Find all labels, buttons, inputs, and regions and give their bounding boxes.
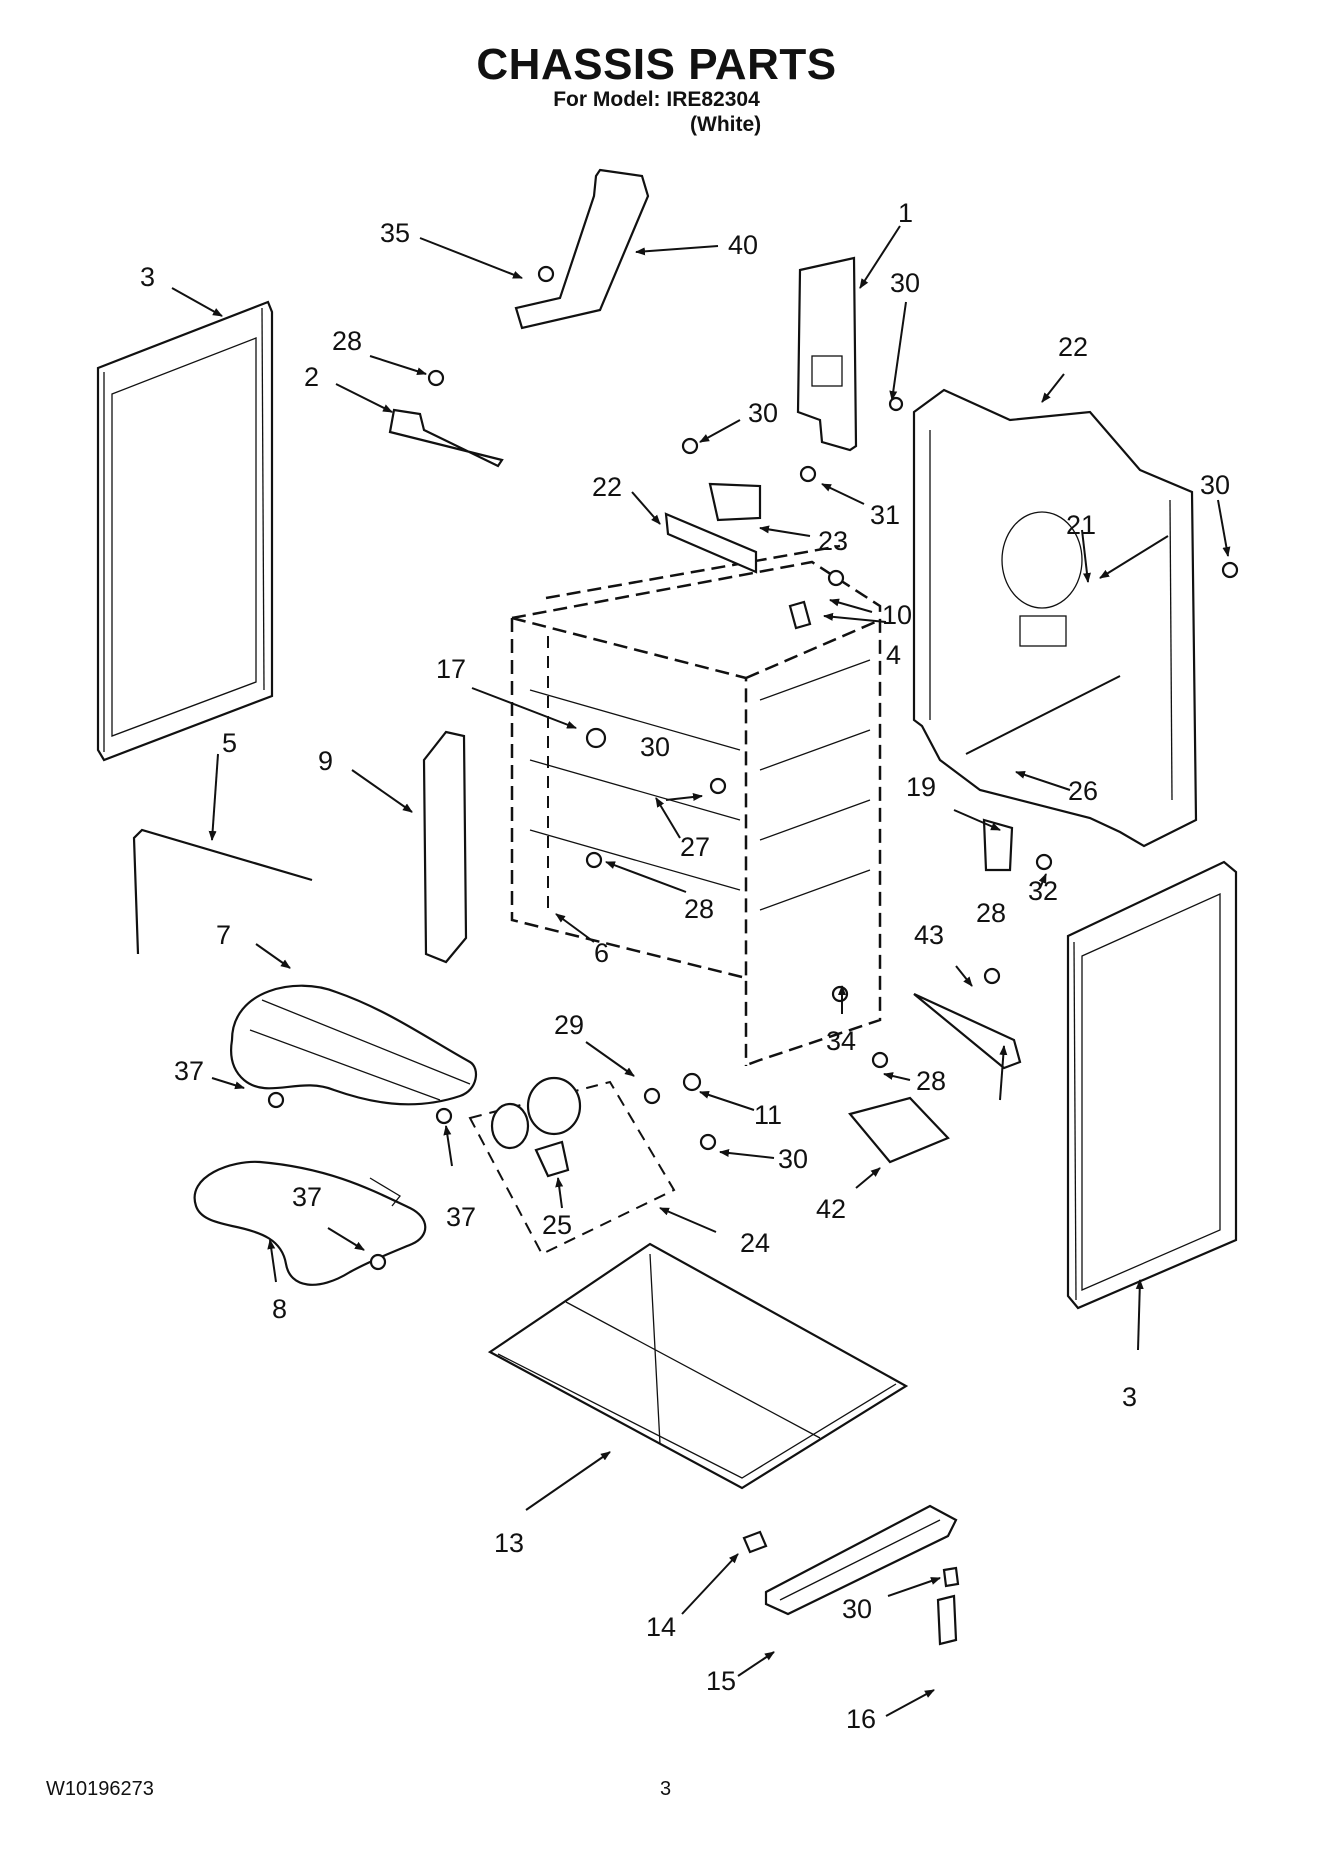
callout-20: 22 bbox=[592, 472, 622, 502]
callout-3-right: 3 bbox=[1122, 1382, 1137, 1412]
callout-23: 21 bbox=[1066, 510, 1096, 540]
callout-16: 16 bbox=[846, 1704, 876, 1734]
bottom-panel-drawing bbox=[487, 1242, 909, 1490]
page-number: 3 bbox=[660, 1778, 672, 1800]
callout-28-d: 28 bbox=[916, 1066, 946, 1096]
side-panel-left-drawing bbox=[96, 300, 274, 762]
callout-29: 29 bbox=[554, 1010, 584, 1040]
callout-42: 42 bbox=[816, 1194, 846, 1224]
callout-22: 22 bbox=[1058, 332, 1088, 362]
callout-8: 10 bbox=[882, 600, 912, 630]
callout-5: 5 bbox=[222, 728, 237, 758]
callout-13: 13 bbox=[494, 1528, 524, 1558]
callout-26: 26 bbox=[1068, 776, 1098, 806]
callout-4: 4 bbox=[886, 640, 901, 670]
page-title: CHASSIS PARTS bbox=[476, 40, 837, 89]
callout-43: 43 bbox=[914, 920, 944, 950]
rear-panel-drawing bbox=[912, 388, 1198, 848]
callout-3-left: 3 bbox=[140, 262, 155, 292]
hardware-drawing bbox=[267, 265, 1239, 1646]
leveling-rail-drawing bbox=[764, 1504, 958, 1616]
callout-30-d: 30 bbox=[640, 732, 670, 762]
callout-14: 14 bbox=[646, 1612, 676, 1642]
callout-17: 17 bbox=[436, 654, 466, 684]
callout-6: 7 bbox=[216, 920, 231, 950]
document-number: W10196273 bbox=[46, 1778, 154, 1800]
callout-2: 2 bbox=[304, 362, 319, 392]
callout-30-c: 30 bbox=[1200, 470, 1230, 500]
callout-21: 23 bbox=[818, 526, 848, 556]
callout-24: 24 bbox=[740, 1228, 770, 1258]
oven-cavity-drawing bbox=[510, 544, 882, 1068]
callout-28-a: 28 bbox=[332, 326, 362, 356]
callout-34: 34 bbox=[826, 1026, 856, 1056]
callout-30-e: 30 bbox=[778, 1144, 808, 1174]
leader-lines bbox=[171, 225, 1231, 1717]
callout-30-a: 30 bbox=[890, 268, 920, 298]
callout-35: 35 bbox=[380, 218, 410, 248]
callout-32: 32 bbox=[1028, 876, 1058, 906]
gasket-drawing bbox=[132, 828, 313, 955]
callout-labels: 35 40 1 30 22 3 28 2 30 31 22 23 30 21 1… bbox=[140, 198, 1230, 1734]
callout-27: 27 bbox=[680, 832, 710, 862]
callout-9: 9 bbox=[318, 746, 333, 776]
callout-25: 25 bbox=[542, 1210, 572, 1240]
bake-element-drawing bbox=[193, 1160, 427, 1286]
model-line: For Model: IRE82304 bbox=[553, 88, 760, 111]
callout-15: 15 bbox=[706, 1666, 736, 1696]
callout-37-a: 37 bbox=[174, 1056, 204, 1086]
terminal-block-drawing bbox=[422, 730, 468, 964]
vent-duct-drawing bbox=[796, 256, 858, 452]
callout-19: 19 bbox=[906, 772, 936, 802]
light-assembly-drawing bbox=[468, 1076, 676, 1256]
callout-1: 1 bbox=[898, 198, 913, 228]
callout-30-b: 30 bbox=[748, 398, 778, 428]
callout-10: 6 bbox=[594, 938, 609, 968]
callout-11: 11 bbox=[754, 1100, 782, 1130]
callout-37-b: 37 bbox=[446, 1202, 476, 1232]
callout-37-c: 37 bbox=[292, 1182, 322, 1212]
side-panel-right-drawing bbox=[1066, 860, 1238, 1310]
top-bracket-drawing bbox=[514, 168, 650, 330]
broil-element-drawing bbox=[229, 984, 478, 1106]
callout-40: 40 bbox=[728, 230, 758, 260]
callout-28-b: 28 bbox=[684, 894, 714, 924]
callout-7: 8 bbox=[272, 1294, 287, 1324]
variant-label: (White) bbox=[690, 113, 762, 136]
callout-30-f: 30 bbox=[842, 1594, 872, 1624]
callout-31: 31 bbox=[870, 500, 900, 530]
callout-28-c: 28 bbox=[976, 898, 1006, 928]
